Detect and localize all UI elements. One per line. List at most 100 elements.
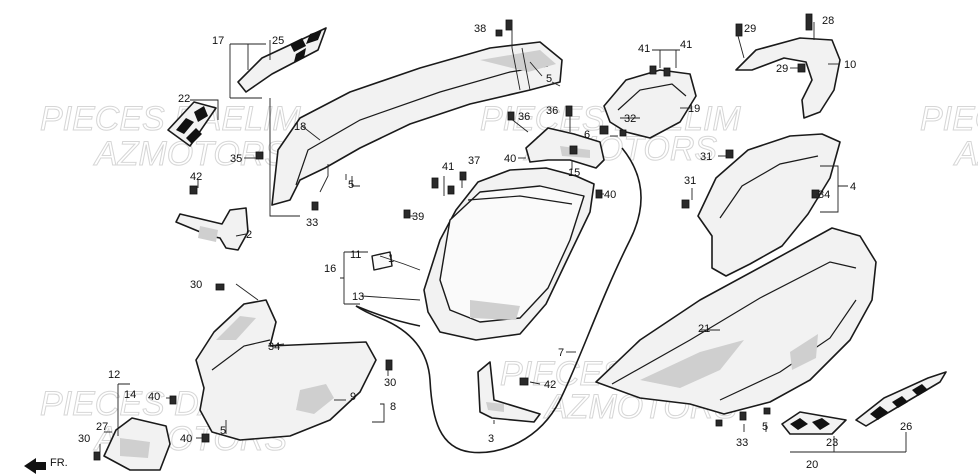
bolt-icon xyxy=(763,407,771,415)
bolt-icon xyxy=(255,151,264,160)
callout-40: 40 xyxy=(604,189,616,201)
callout-42: 42 xyxy=(544,379,556,391)
callout-28: 28 xyxy=(822,15,834,27)
callout-13: 13 xyxy=(352,291,364,303)
bolt-icon xyxy=(507,111,515,121)
callout-15: 15 xyxy=(568,167,580,179)
callout-37: 37 xyxy=(468,155,480,167)
bolt-icon xyxy=(215,283,225,291)
callout-11: 11 xyxy=(350,249,361,261)
part-15-cover xyxy=(525,127,605,169)
bolt-icon xyxy=(735,23,743,37)
bolt-icon xyxy=(725,149,734,159)
cable-13 xyxy=(355,305,421,327)
callout-27: 27 xyxy=(96,421,108,433)
callout-33: 33 xyxy=(306,217,318,229)
callout-32: 32 xyxy=(624,113,636,125)
callout-25: 25 xyxy=(272,35,284,47)
part-13-helmet-box xyxy=(423,167,595,341)
callout-38: 38 xyxy=(474,23,486,35)
part-9-leg-shield xyxy=(195,299,377,441)
callout-4: 4 xyxy=(850,181,856,193)
callout-30: 30 xyxy=(78,433,90,445)
callout-40: 40 xyxy=(148,391,160,403)
callout-3: 3 xyxy=(488,433,494,445)
part-14-box xyxy=(103,417,171,471)
watermark-text: PIECES DAELIM xyxy=(920,100,978,138)
bolt-icon xyxy=(505,19,513,31)
callout-2: 2 xyxy=(246,229,252,241)
bolt-icon xyxy=(93,451,101,461)
callout-5: 5 xyxy=(220,425,226,437)
callout-26: 26 xyxy=(900,421,912,433)
callout-31: 31 xyxy=(684,175,696,187)
callout-5: 5 xyxy=(762,421,768,433)
bolt-icon xyxy=(385,359,393,371)
decal-22 xyxy=(167,101,217,147)
callout-10: 10 xyxy=(844,59,856,71)
part-2-bracket xyxy=(175,207,249,251)
part-21-side-cover xyxy=(595,227,877,415)
decal-23 xyxy=(781,411,847,435)
callout-30: 30 xyxy=(190,279,202,291)
bolt-icon xyxy=(569,145,578,155)
bolt-icon xyxy=(447,185,455,195)
callout-1: 1 xyxy=(388,253,394,265)
bolt-icon xyxy=(519,377,529,386)
callout-41: 41 xyxy=(442,161,454,173)
callout-39: 39 xyxy=(412,211,424,223)
bolt-icon xyxy=(403,209,411,219)
bolt-icon xyxy=(201,433,210,443)
bolt-icon xyxy=(805,13,813,31)
front-direction-arrow: FR. xyxy=(24,457,68,474)
bolt-icon xyxy=(649,65,657,75)
direction-label: FR. xyxy=(50,457,68,469)
bolt-icon xyxy=(565,105,573,117)
callout-36: 36 xyxy=(518,111,530,123)
callout-9: 9 xyxy=(350,391,356,403)
bolt-icon xyxy=(681,199,690,209)
callout-41: 41 xyxy=(638,43,650,55)
callout-17: 17 xyxy=(212,35,224,47)
callout-14: 14 xyxy=(124,389,136,401)
bolt-icon xyxy=(599,125,609,135)
part-19-carrier xyxy=(603,69,697,139)
bolt-icon xyxy=(715,419,723,427)
bolt-icon xyxy=(663,67,671,77)
callout-labels: 17 25 22 18 38 5 35 42 2 5 33 41 41 19 3… xyxy=(78,15,912,471)
callout-34: 34 xyxy=(818,189,830,201)
decal-26 xyxy=(855,371,947,427)
watermark-text: AZMOTORS xyxy=(953,135,978,173)
callout-33: 33 xyxy=(736,437,748,449)
callout-31: 31 xyxy=(700,151,712,163)
bolt-icon xyxy=(811,189,820,199)
leader-lines xyxy=(99,20,907,453)
callout-34: 34 xyxy=(268,341,280,353)
bolt-icon xyxy=(797,63,806,73)
callout-12: 12 xyxy=(108,369,120,381)
callout-22: 22 xyxy=(178,93,190,105)
bolt-icon xyxy=(189,185,198,195)
callout-18: 18 xyxy=(294,121,306,133)
callout-42: 42 xyxy=(190,171,202,183)
callout-20: 20 xyxy=(806,459,818,471)
callout-29: 29 xyxy=(744,23,756,35)
bolt-icon xyxy=(495,29,503,37)
callout-7: 7 xyxy=(558,347,564,359)
callout-21: 21 xyxy=(698,323,710,335)
cable-7 xyxy=(355,147,642,454)
callout-16: 16 xyxy=(324,263,336,275)
callout-5: 5 xyxy=(348,179,354,191)
bolt-icon xyxy=(311,201,319,211)
decal-25 xyxy=(237,27,327,93)
callout-41: 41 xyxy=(680,39,692,51)
bolt-icon xyxy=(431,177,439,189)
callout-36: 36 xyxy=(546,105,558,117)
callout-5: 5 xyxy=(546,73,552,85)
part-10-grab-rail xyxy=(735,37,841,119)
callout-8: 8 xyxy=(390,401,396,413)
callout-30: 30 xyxy=(384,377,396,389)
bolt-icon xyxy=(169,395,177,405)
